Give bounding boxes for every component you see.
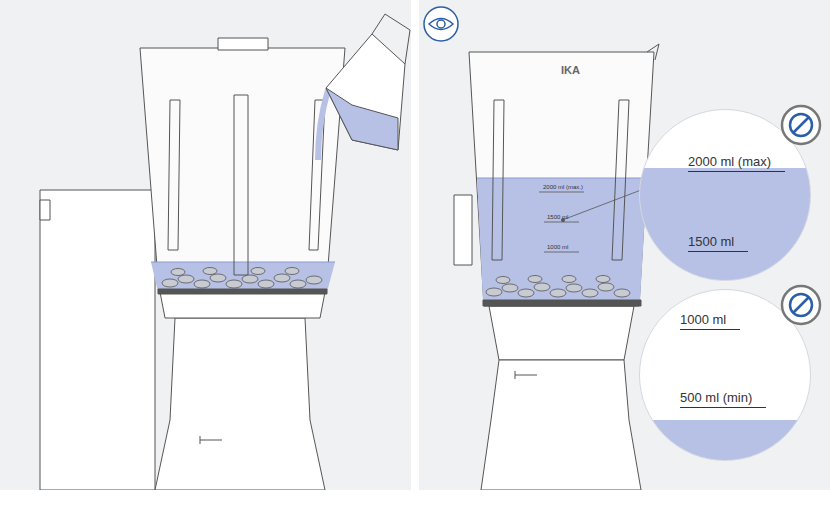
scale-mark: 1500 ml [547, 214, 568, 220]
zoom-circle: 2000 ml (max) 1500 ml [639, 109, 811, 281]
water-line [151, 262, 335, 263]
level-label: 2000 ml (max) [688, 154, 785, 172]
jar-rib [234, 95, 248, 275]
jar-bottom [483, 300, 641, 306]
lock-symbol [515, 371, 537, 379]
coffee-beans [162, 268, 322, 289]
level-label: 500 ml (min) [680, 390, 766, 408]
scale-mark: 2000 ml (max.) [543, 184, 583, 190]
pouring-illustration [0, 0, 411, 490]
jar-ribs [492, 100, 629, 260]
water-stream [318, 90, 328, 160]
blender-base [155, 318, 325, 490]
jar-handle [454, 195, 472, 265]
motor-housing [40, 190, 155, 490]
left-panel [0, 0, 411, 490]
jar [140, 48, 345, 292]
jar-bottom [158, 289, 327, 294]
level-label: 1000 ml [680, 312, 740, 330]
brand-logo: IKA [561, 64, 580, 76]
jug-water [326, 88, 398, 150]
prohibition-icon [782, 286, 820, 324]
scale-marks [539, 192, 584, 252]
jar-collar [160, 292, 325, 318]
coffee-beans [486, 276, 630, 298]
jar-collar [489, 306, 634, 360]
level-label: 1500 ml [688, 234, 748, 252]
housing-knob [40, 200, 50, 220]
jar [469, 52, 654, 306]
pouring-jug [318, 14, 410, 160]
zoom-circle: 1000 ml 500 ml (min) [639, 289, 811, 461]
jug-body [326, 34, 405, 150]
leader-line [565, 190, 641, 219]
blender-base [481, 360, 641, 490]
jug-handle [372, 14, 410, 64]
eye-icon [424, 7, 458, 41]
water [151, 262, 335, 292]
jar-lid [218, 38, 268, 50]
water-line [477, 178, 647, 179]
right-panel: 2000 ml (max)1500 ml1000 ml500 ml (min) … [419, 0, 830, 490]
prohibition-icon [782, 106, 820, 144]
jar-ribs [168, 100, 325, 250]
scale-mark: 1000 ml [547, 244, 568, 250]
lock-symbol [200, 436, 222, 444]
jar-spout [647, 44, 659, 60]
